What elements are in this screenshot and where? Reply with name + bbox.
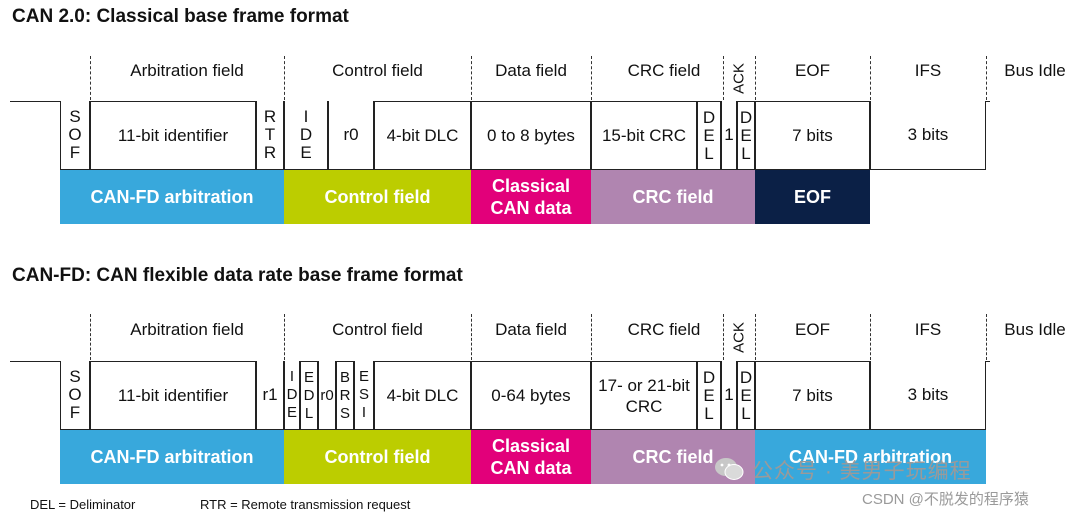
canfd-divider	[723, 314, 724, 360]
can20-header-eof: EOF	[795, 61, 830, 80]
canfd-ifs-cell: 3 bits	[870, 361, 986, 430]
canfd-divider	[90, 314, 91, 360]
can20-crc-cell: 15-bit CRC	[591, 101, 697, 170]
canfd-data-cell: 0-64 bytes	[471, 361, 591, 430]
can20-header-crc: CRC field	[627, 61, 701, 80]
canfd-divider	[870, 314, 871, 360]
footnote-del: DEL = Deliminator	[30, 497, 136, 512]
can20-title: CAN 2.0: Classical base frame format	[12, 6, 349, 27]
can20-eof-cell: 7 bits	[755, 101, 870, 170]
can20-divider	[723, 56, 724, 100]
canfd-header-crc: CRC field	[627, 320, 701, 339]
can20-divider	[90, 56, 91, 100]
canfd-header-ack: ACK	[730, 322, 748, 353]
can20-divider	[986, 56, 987, 100]
can20-header-bus-idle: Bus Idle	[1004, 61, 1066, 80]
canfd-header-bus-idle: Bus Idle	[1004, 320, 1066, 339]
canfd-ack-slot-cell: 1	[721, 361, 737, 430]
canfd-title: CAN-FD: CAN flexible data rate base fram…	[12, 265, 463, 286]
canfd-divider	[471, 314, 472, 360]
can20-bar-data: Classical CAN data	[471, 170, 591, 224]
canfd-header-control: Control field	[332, 320, 423, 339]
can20-dlc-cell: 4-bit DLC	[374, 101, 471, 170]
can20-divider	[591, 56, 592, 100]
can20-idle-line-left	[10, 101, 60, 102]
can20-r0-cell: r0	[328, 101, 374, 170]
canfd-divider	[284, 314, 285, 360]
can20-divider	[471, 56, 472, 100]
can20-ack-slot-cell: 1	[721, 101, 737, 170]
can20-bar-arbitration: CAN-FD arbitration	[60, 170, 284, 224]
canfd-header-eof: EOF	[795, 320, 830, 339]
canfd-r1-cell: r1	[256, 361, 284, 430]
can20-divider	[755, 56, 756, 100]
footnote-rtr: RTR = Remote transmission request	[200, 497, 411, 512]
canfd-dlc-cell: 4-bit DLC	[374, 361, 471, 430]
canfd-bar-data: Classical CAN data	[471, 430, 591, 484]
canfd-bar-arbitration-2: CAN-FD arbitration	[755, 430, 986, 484]
canfd-divider	[755, 314, 756, 360]
can20-header-data: Data field	[495, 61, 567, 80]
canfd-crc-cell: 17- or 21-bit CRC	[591, 361, 697, 430]
canfd-bar-data-line2: CAN data	[490, 458, 572, 478]
wechat-logo-icon	[714, 456, 744, 482]
canfd-bar-arbitration: CAN-FD arbitration	[60, 430, 284, 484]
canfd-r0-cell: r0	[318, 361, 336, 430]
can20-bar-data-line2: CAN data	[490, 198, 572, 218]
csdn-watermark: CSDN @不脱发的程序猿	[862, 491, 1029, 508]
canfd-divider	[986, 314, 987, 360]
canfd-header-ifs: IFS	[914, 320, 942, 339]
can20-data-cell: 0 to 8 bytes	[471, 101, 591, 170]
can20-header-ack: ACK	[730, 63, 748, 94]
canfd-header-data: Data field	[495, 320, 567, 339]
can20-header-control: Control field	[332, 61, 423, 80]
can20-bar-crc: CRC field	[591, 170, 755, 224]
canfd-divider	[591, 314, 592, 360]
canfd-crc-line1: 17- or 21-bit	[598, 375, 690, 395]
can20-divider	[284, 56, 285, 100]
can20-header-arbitration: Arbitration field	[130, 61, 244, 80]
canfd-bar-data-line1: Classical	[491, 436, 571, 456]
can20-identifier-cell: 11-bit identifier	[90, 101, 256, 170]
wechat-watermark: 公众号 · 美男子玩编程	[752, 460, 972, 483]
canfd-idle-line-left	[10, 361, 60, 362]
canfd-header-arbitration: Arbitration field	[130, 320, 244, 339]
can20-divider	[870, 56, 871, 100]
can20-bar-data-line1: Classical	[491, 176, 571, 196]
can20-bar-control: Control field	[284, 170, 471, 224]
can20-ifs-cell: 3 bits	[870, 101, 986, 170]
canfd-bar-crc: CRC field	[591, 430, 755, 484]
can20-header-ifs: IFS	[914, 61, 942, 80]
canfd-identifier-cell: 11-bit identifier	[90, 361, 256, 430]
canfd-crc-line2: CRC	[625, 396, 663, 416]
can20-bar-eof: EOF	[755, 170, 870, 224]
canfd-bar-control: Control field	[284, 430, 471, 484]
canfd-eof-cell: 7 bits	[755, 361, 870, 430]
